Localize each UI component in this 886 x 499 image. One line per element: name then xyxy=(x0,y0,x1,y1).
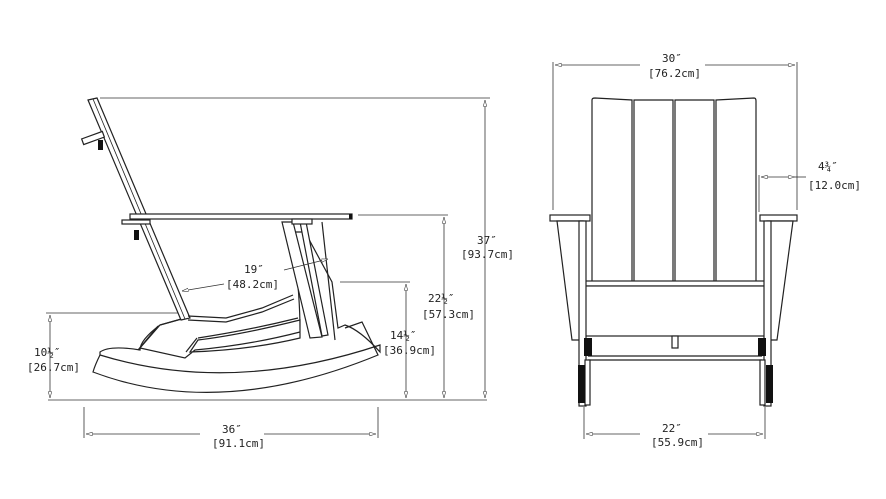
overall-width-in: 30″ xyxy=(662,52,682,65)
seat-depth-in: 19″ xyxy=(244,263,264,276)
back-slats xyxy=(591,97,757,283)
overall-depth-cm: [91.1cm] xyxy=(212,437,265,450)
overall-depth-in: 36″ xyxy=(222,423,242,436)
arm-width-cm: [12.0cm] xyxy=(808,179,861,192)
back-post xyxy=(80,97,191,321)
dim-front-seat-height: 14½″ [36.9cm] xyxy=(340,281,436,398)
arm-height-cm: [57.3cm] xyxy=(422,308,475,321)
rear-seat-height-in: 10½″ xyxy=(34,346,61,359)
rear-seat-height-cm: [26.7cm] xyxy=(27,361,80,374)
seat-depth-cm: [48.2cm] xyxy=(226,278,279,291)
dim-rocker-width: 22″ [55.9cm] xyxy=(583,407,766,449)
overall-height-cm: [93.7cm] xyxy=(461,248,514,261)
overall-width-cm: [76.2cm] xyxy=(648,67,701,80)
rocker-width-cm: [55.9cm] xyxy=(651,436,704,449)
overall-height-in: 37″ xyxy=(477,234,497,247)
rocker xyxy=(92,231,381,393)
dim-seat-depth: 19″ [48.2cm] xyxy=(182,259,328,291)
dim-overall-height: 37″ [93.7cm] xyxy=(100,97,514,398)
rocker-width-in: 22″ xyxy=(662,422,682,435)
front-seat-height-cm: [36.9cm] xyxy=(383,344,436,357)
arm-width-in: 4¾″ xyxy=(818,160,838,173)
side-view: 37″ [93.7cm] 22½″ [57.3cm] 14½″ [36.9cm]… xyxy=(27,97,514,450)
dim-overall-width: 30″ [76.2cm] xyxy=(552,52,798,210)
dim-rear-seat-height: 10½″ [26.7cm] xyxy=(27,312,178,398)
seat-slats xyxy=(187,294,295,323)
dim-overall-depth: 36″ [91.1cm] xyxy=(83,407,379,450)
dim-arm-height: 22½″ [57.3cm] xyxy=(358,214,475,398)
arm-height-in: 22½″ xyxy=(428,292,455,305)
dim-arm-width: 4¾″ [12.0cm] xyxy=(758,160,861,212)
seat-front xyxy=(584,280,766,349)
front-view: 30″ [76.2cm] 4¾″ [12.0cm] 22″ [55.9cm] xyxy=(549,52,861,449)
front-seat-height-in: 14½″ xyxy=(390,329,417,342)
arms-and-rockers xyxy=(549,214,798,407)
armrest xyxy=(121,213,353,225)
